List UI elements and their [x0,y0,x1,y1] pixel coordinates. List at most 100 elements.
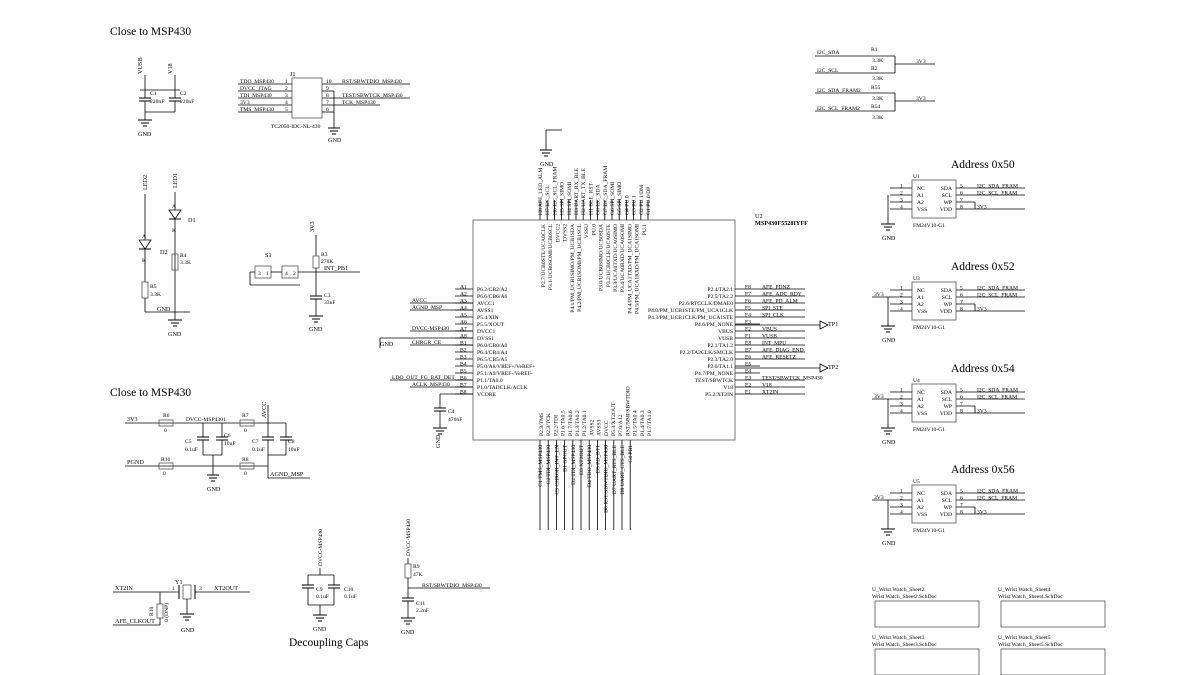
mcu-top-pin-name: PU.0 [591,224,597,236]
fram-left-pin-name: A1 [917,295,924,301]
mcu-top-pin-name: P4.4/PM_UCA1TXD/PM_UCA1SIMO [627,224,633,314]
mcu-left-pin-name: AVCC1 [477,301,495,307]
sheet-box [1000,648,1106,675]
fram-left-pin-num: 3 [900,300,903,306]
d1-ref: D1 [188,217,196,224]
d2-cathode: K [142,258,146,264]
r2-value: 3.3K [872,76,883,82]
r16-ref: R16 [161,457,171,463]
fram-right-pin-num: 8 [960,205,963,211]
j1-pin-1: 1 [285,79,288,85]
j1-net-1: TDO_MSP430 [240,79,274,85]
mcu-right-pin-id: F1 [745,334,751,340]
s1-pin-1: 1 [266,271,269,277]
c8-ref: C8 [288,439,295,445]
mcu-bottom-net: C1 TMS_MSP430 [538,445,544,487]
fram-left-pin-num: 1 [900,184,903,190]
mcu-right-net: TEST/SBWTCK_MSP430 [762,376,823,382]
mcu-right-pin-id: E8 [745,341,751,347]
mcu-left-pin-name: P5.1/A9/VREF-/VeREF- [477,371,533,377]
mcu-left-pin-name: P5.0/A8/VREF+/VeREF+ [477,364,535,370]
mcu-top-pin-name: P4.1/PM_UCB1SIMO/PM_UCB1SDA [570,224,576,313]
mcu-left-pin-id: B5 [460,369,467,375]
fram-right-pin-name: VDD [940,411,952,417]
r9-ref: R9 [413,564,420,570]
r55-value: 3.3K [872,96,883,102]
mcu-right-pin-name: P2.1/TA1.2 [707,343,733,349]
mcu-left-pin-name: VCORE [477,392,497,398]
j1-pin-5: 5 [285,107,288,113]
jtag-connector-j1: J1 TC2050-IDC-NL-430 TDO_MSP430 DVCC_JTA… [238,71,410,144]
mcu-right-pin-id: F5 [745,306,751,312]
mcu-top-pin-name: P3.2/UCB0CLK/UCA0STE [606,223,612,287]
mcu-bottom-pin-name: AVSS2 [589,419,595,436]
mcu-right-pin-id: F4 [745,313,751,319]
j1-net-8: TEST/SBWTCK_MSP430 [342,93,403,99]
r1-value: 3.3K [872,58,883,64]
net-ldo-out: LDO_OUT_FG_BAT_DET [392,375,455,381]
c6-ref: C6 [224,433,231,439]
c9-value: 0.1uF [316,594,329,600]
mcu-bottom-net: D3 XT2OUT [579,444,585,475]
c1-ref: C1 [150,91,157,97]
fram-left-pin-name: NC [917,186,925,192]
s1-pin-2: 2 [293,271,296,277]
mcu-right-pin-id: E4 [745,369,751,375]
c8-value: 10uF [288,447,300,453]
mcu-left-pin-id: A8 [460,334,467,340]
fram-left-pin-num: 3 [900,503,903,509]
power-gnd: GND [207,486,221,493]
fram-right-pin-num: 7 [960,503,963,509]
fram-part: FM24V10-G1 [913,325,945,331]
fram-left-pin-name: NC [917,288,925,294]
mcu-bottom-net: D7 UART_RTS_BLE [612,444,618,494]
s1-ref: S1 [265,252,272,259]
c11-value: 2.2nF [416,608,429,614]
fram-right-pin-name: SCL [942,498,953,504]
mcu-top-pin-name: P3.0/UCB0SIMO/UCB0SDA [599,224,605,291]
mcu-left-pin-name: AVSS1 [477,308,494,314]
mcu-bottom-pin-name: P2.3/TCK [546,413,552,436]
d2-anode: A [142,234,146,240]
gnd-label: GND [138,131,152,138]
mcu-right-pin-name: V18 [723,385,733,391]
c2-value: 220nF [180,99,194,105]
fram-right-pin-name: VDD [940,512,952,518]
mcu-right-pin-id: E6 [745,355,751,361]
mcu-bottom-net: D1 GPOUT [563,444,569,471]
fram-scl-net: I2C_SCL_FRAM [977,395,1017,401]
mcu-left-pin-name: P6.4/CB4/A4 [477,350,508,356]
fram-left-pin-name: VSS [917,411,927,417]
crystal-y1: XT2IN XT2OUT Y1 1 3 GND R10 0 (DNP) AFE_… [113,579,250,634]
sheet-box [1000,600,1106,628]
d1-cathode: K [172,228,176,234]
mcu-top-net: H4 SPI_SOMI [567,182,573,215]
fram-ref: U5 [913,479,920,485]
mcu-left-pin-id: B6 [460,376,467,382]
r6-value: 0 [164,428,167,434]
j1-right-pins: 10 9 8 7 6 RST/SBWTDIO_MSP430 TEST/SBWTC… [322,79,410,144]
j1-pin-3: 3 [285,93,288,99]
mcu-bottom-net: D4 TDO_MSP430 [587,445,593,487]
mcu-right-net: AFE_DIAG_END [762,348,804,354]
fram-left-net: 3V3 [874,394,884,400]
heading-address-0x54: Address 0x54 [951,363,1015,375]
crystal-gnd: GND [181,627,195,634]
mcu-right-net: AFE_PDNZ [762,285,791,291]
mcu-bottom-pin-name: P2.3/TMS [539,413,545,436]
fram-left-pin-name: A2 [917,505,924,511]
mcu-top-net: H1 BLE_RST [588,183,594,215]
fram-right-pin-num: 6 [960,293,963,299]
fram-left-pin-num: 4 [900,205,903,211]
j1-left-pins: TDO_MSP430 DVCC_JTAG TDI_MSP430 3V3 TMS_… [238,79,292,113]
pushbutton-s1: S1 3 1 4 2 INT_PB1 3V3 R3 270K C3 33nF G… [249,221,360,333]
mcu-left-pin-id: A4 [460,306,467,312]
fram-left-pin-name: A1 [917,498,924,504]
power-filter-section: Close to MSP430 3V3 R6 0 DVCC-MSP4301 R7… [110,387,310,493]
j1-net-3: TDI_MSP430 [240,93,272,99]
r55-ref: R55 [871,85,881,91]
mcu-right-pin-name: VUSB [718,336,733,342]
